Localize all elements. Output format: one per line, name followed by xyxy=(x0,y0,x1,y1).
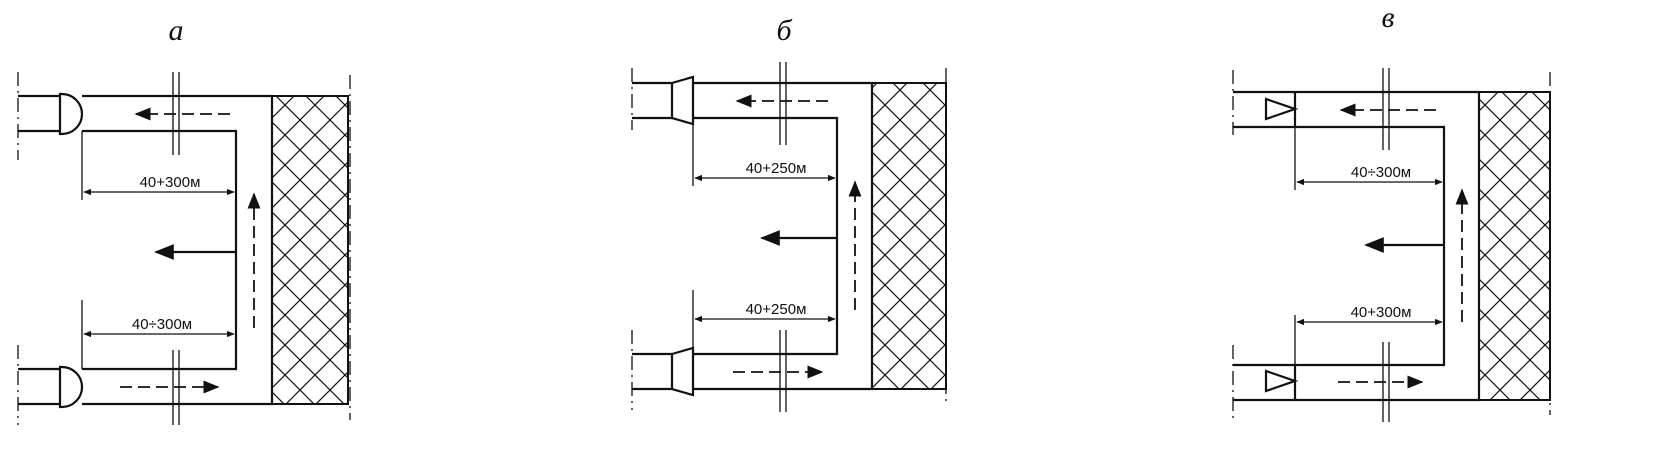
dimension-label-bottom: 40+300м xyxy=(1351,304,1412,321)
pipe-top xyxy=(18,94,60,133)
triangle-outlet-icon xyxy=(1264,369,1299,393)
dimension-label-top: 40+250м xyxy=(746,160,807,177)
dimension-label-top: 40+300м xyxy=(140,174,201,191)
triangle-outlet-icon xyxy=(1264,97,1299,121)
diffuser-icon xyxy=(670,346,695,397)
pipe-bottom xyxy=(632,352,672,391)
pipe-top xyxy=(632,81,672,120)
working-outline xyxy=(1233,90,1481,402)
panel-b: б 40+250м 40+250м xyxy=(631,14,947,412)
dimension-label-top: 40÷300м xyxy=(1351,164,1411,181)
working-outline xyxy=(693,81,874,391)
dimension-label-bottom: 40+250м xyxy=(746,301,807,318)
panel-c-title: в xyxy=(1381,1,1394,34)
panel-a-title: а xyxy=(169,14,184,47)
panel-b-title: б xyxy=(776,14,792,47)
working-inner xyxy=(82,129,238,371)
rock-mass-hatch xyxy=(871,82,947,390)
pipe-bottom xyxy=(18,367,60,406)
diffuser-icon xyxy=(670,75,695,126)
bell-mouth-icon xyxy=(58,92,84,136)
panel-a: а 40+300м 40÷300м xyxy=(17,14,351,425)
dimension-label-bottom: 40÷300м xyxy=(132,316,192,333)
rock-mass-hatch xyxy=(271,95,349,405)
working-outline xyxy=(82,94,274,406)
rock-mass-hatch xyxy=(1478,91,1551,401)
working-inner xyxy=(693,116,839,356)
panel-c: в 40÷300м 40+300м xyxy=(1232,1,1551,422)
bell-mouth-icon xyxy=(58,365,84,409)
